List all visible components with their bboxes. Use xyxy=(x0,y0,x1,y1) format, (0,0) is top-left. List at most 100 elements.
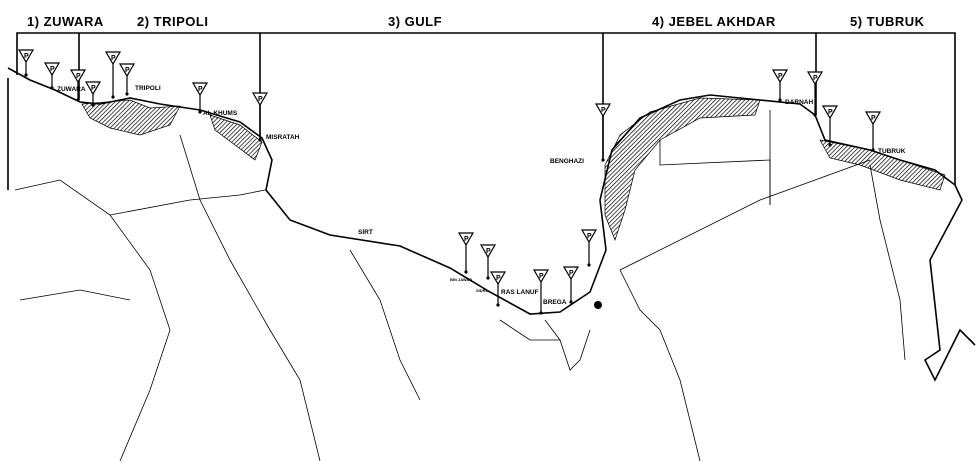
marker-point xyxy=(539,311,543,315)
city-label-benghazi: BENGHAZI xyxy=(550,158,584,165)
p-marker-icon: P xyxy=(251,92,269,142)
p-marker-icon: P xyxy=(580,229,598,267)
marker-triangle xyxy=(43,62,61,77)
marker-letter: P xyxy=(125,67,130,74)
marker-point xyxy=(486,276,490,280)
city-label-ras-lanuf: RAS LANUF xyxy=(501,289,539,296)
city-label-zuwara: ZUWARA xyxy=(57,86,86,93)
marker-triangle xyxy=(489,271,507,286)
marker-letter: P xyxy=(813,75,818,82)
p-marker-icon: P xyxy=(84,81,102,107)
p-marker-icon: P xyxy=(43,62,61,90)
marker-triangle xyxy=(84,81,102,96)
marker-letter: P xyxy=(464,236,469,243)
marker-letter: P xyxy=(587,233,592,240)
city-label-sirt: SIRT xyxy=(358,229,373,236)
marker-letter: P xyxy=(91,85,96,92)
marker-triangle xyxy=(191,82,209,97)
marker-point xyxy=(587,263,591,267)
marker-point xyxy=(111,95,115,99)
p-marker-icon: P xyxy=(118,63,136,96)
p-marker-icon: P xyxy=(806,71,824,117)
marker-point xyxy=(91,103,95,107)
marker-point xyxy=(464,270,468,274)
marker-point xyxy=(871,148,875,152)
marker-triangle xyxy=(806,71,824,86)
region-label-tripoli: 2) TRIPOLI xyxy=(137,14,208,29)
p-marker-icon: P xyxy=(489,271,507,307)
region-label-zuwara: 1) ZUWARA xyxy=(27,14,104,29)
urban-area-khums xyxy=(209,114,263,161)
marker-letter: P xyxy=(258,96,263,103)
marker-letter: P xyxy=(198,86,203,93)
city-label-tripoli: TRIPOLI xyxy=(135,85,161,92)
marker-letter: P xyxy=(778,73,783,80)
p-marker-icon: P xyxy=(562,266,580,304)
p-marker-icon: P xyxy=(69,69,87,102)
marker-letter: P xyxy=(539,273,544,280)
p-marker-icon: P xyxy=(191,82,209,114)
marker-letter: P xyxy=(111,55,116,62)
marker-triangle xyxy=(562,266,580,281)
marker-letter: P xyxy=(871,115,876,122)
marker-point xyxy=(125,92,129,96)
p-marker-icon: P xyxy=(17,49,35,77)
marker-letter: P xyxy=(828,109,833,116)
marker-triangle xyxy=(864,111,882,126)
p-marker-icon: P xyxy=(104,51,122,99)
marker-point xyxy=(76,98,80,102)
city-label-bin-jawad: BIN JAWAD xyxy=(450,277,472,282)
city-label-tubruk: TUBRUK xyxy=(878,148,906,155)
p-marker-icon: P xyxy=(479,244,497,280)
border-lines xyxy=(7,78,976,382)
marker-point xyxy=(198,110,202,114)
marker-letter: P xyxy=(50,66,55,73)
marker-letter: P xyxy=(76,73,81,80)
marker-triangle xyxy=(104,51,122,66)
region-label-jebel-akhdar: 4) JEBEL AKHDAR xyxy=(652,14,776,29)
city-label-al-khums: AL KHUMS xyxy=(203,110,238,117)
marker-triangle xyxy=(118,63,136,78)
marker-triangle xyxy=(580,229,598,244)
marker-point xyxy=(813,113,817,117)
region-label-tubruk: 5) TUBRUK xyxy=(850,14,925,29)
coastline xyxy=(7,67,956,315)
roads xyxy=(14,110,906,461)
p-marker-icon: P xyxy=(594,103,612,162)
urban-area-jebel-akhdar xyxy=(604,97,761,242)
p-marker-icon: P xyxy=(821,105,839,147)
marker-triangle xyxy=(479,244,497,259)
city-label-darnah: DARNAH xyxy=(785,99,813,106)
marker-triangle xyxy=(771,69,789,84)
marker-triangle xyxy=(594,103,612,118)
urban-area-tubruk xyxy=(819,139,946,191)
oil-terminal-mark xyxy=(594,301,602,309)
city-label-brega: BREGA xyxy=(543,299,567,306)
p-marker-icon: P xyxy=(457,232,475,274)
marker-triangle xyxy=(17,49,35,64)
marker-point xyxy=(828,143,832,147)
marker-point xyxy=(258,138,262,142)
marker-point xyxy=(24,73,28,77)
region-label-gulf: 3) GULF xyxy=(388,14,442,29)
p-marker-icon: P xyxy=(771,69,789,102)
marker-letter: P xyxy=(601,107,606,114)
marker-point xyxy=(50,86,54,90)
marker-triangle xyxy=(821,105,839,120)
city-label-misratah: MISRATAH xyxy=(266,134,300,141)
marker-point xyxy=(601,158,605,162)
urban-area-tripoli xyxy=(81,99,181,136)
marker-letter: P xyxy=(496,275,501,282)
marker-point xyxy=(496,303,500,307)
marker-letter: P xyxy=(486,248,491,255)
marker-letter: P xyxy=(24,53,29,60)
marker-triangle xyxy=(457,232,475,247)
city-label-sidra: SIDRA xyxy=(476,288,489,293)
marker-triangle xyxy=(69,69,87,84)
marker-point xyxy=(778,98,782,102)
p-marker-icon: P xyxy=(864,111,882,152)
marker-letter: P xyxy=(569,270,574,277)
marker-layer: P P P P P P P P P P P P P P P P P P P xyxy=(17,49,882,315)
